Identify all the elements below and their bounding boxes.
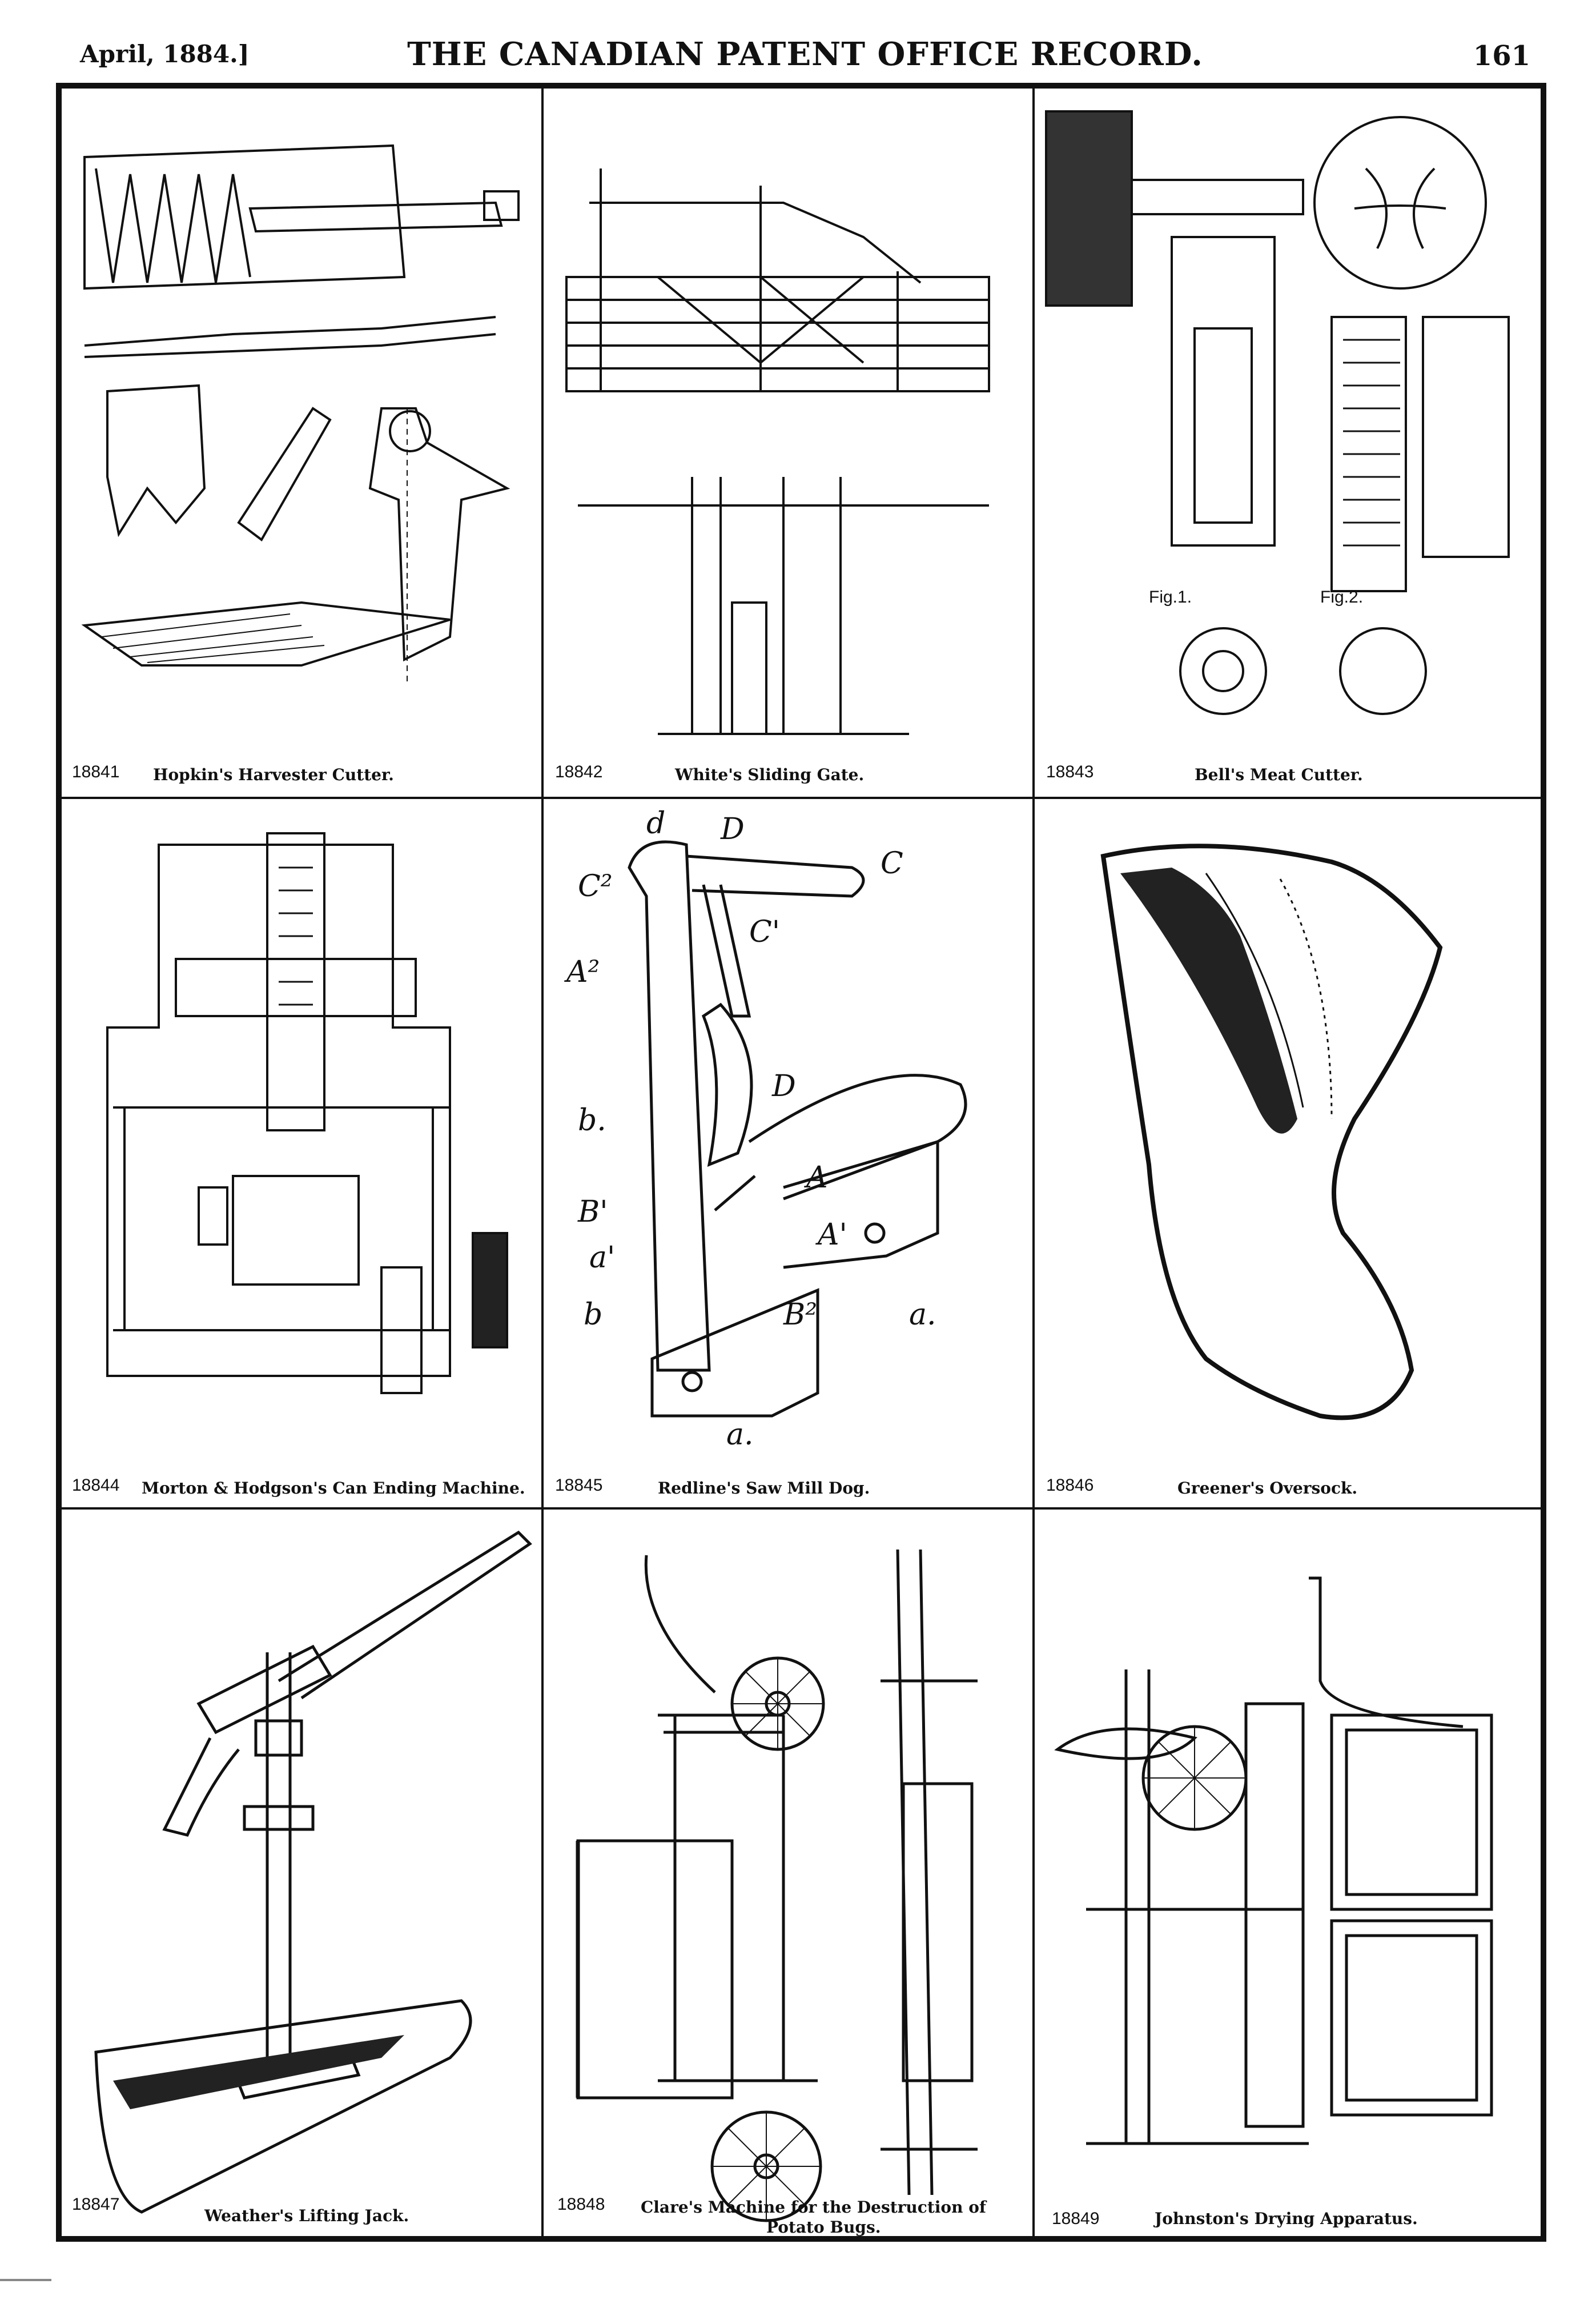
grid-divider: [62, 797, 1541, 799]
figure-label: D: [720, 812, 745, 846]
grid-divider: [62, 1507, 1541, 1510]
figure-label: A²: [564, 955, 600, 989]
issue-date: April, 1884.]: [80, 40, 250, 68]
page-edge-mark: [0, 2279, 51, 2281]
can-ending-machine-drawing: [106, 832, 508, 1394]
figure-label: b.: [578, 1103, 606, 1138]
figure-label: Fig.1.: [1149, 588, 1192, 607]
patent-number: 18846: [1046, 1476, 1094, 1495]
page-header: April, 1884.] THE CANADIAN PATENT OFFICE…: [80, 35, 1530, 81]
figure-label: A': [815, 1218, 847, 1252]
patent-number: 18847: [72, 2195, 120, 2214]
patent-title: White's Sliding Gate.: [675, 765, 865, 784]
patent-number: 18848: [557, 2195, 605, 2214]
oversock-drawing: [1100, 844, 1443, 1420]
figure-label: B': [577, 1195, 608, 1229]
figure-label: C²: [578, 869, 613, 904]
patent-title-line2: Potato Bugs.: [766, 2218, 881, 2236]
patent-cell-18844: 18844 Morton & Hodgson's Can Ending Mach…: [62, 799, 541, 1507]
figure-label: D: [771, 1069, 796, 1103]
patent-title: Greener's Oversock.: [1177, 1479, 1358, 1498]
patent-number: 18845: [555, 1476, 603, 1495]
patent-title: Johnston's Drying Apparatus.: [1155, 2209, 1418, 2228]
figure-label: a.: [909, 1298, 936, 1332]
patent-cell-18846: 18846 Greener's Oversock.: [1035, 799, 1541, 1507]
figure-label: B²: [783, 1298, 817, 1332]
patent-cell-18843: Fig.1. Fig.2. 18843 Bell's Meat Cutter.: [1035, 89, 1541, 797]
grid-divider: [1032, 89, 1035, 2236]
drying-apparatus-drawing: [1054, 1576, 1493, 2145]
figure-label: C: [881, 846, 903, 881]
patent-cell-18845: d D C C² C' A² D b. A B' A' a' b B² a. a…: [544, 799, 1032, 1507]
page-number: 161: [1473, 40, 1530, 72]
patent-title: Morton & Hodgson's Can Ending Machine.: [142, 1479, 525, 1498]
patent-title: Bell's Meat Cutter.: [1195, 765, 1363, 784]
potato-bug-machine-drawing: [576, 1549, 978, 2222]
figure-label: b: [584, 1298, 602, 1332]
lifting-jack-drawing: [94, 1530, 532, 2214]
figure-label: Fig.2.: [1320, 588, 1363, 607]
patent-number: 18843: [1046, 762, 1094, 781]
patent-number: 18844: [72, 1476, 120, 1495]
figure-label: d: [646, 806, 665, 841]
patent-title: Hopkin's Harvester Cutter.: [153, 765, 394, 784]
patent-title: Clare's Machine for the Destruction of: [641, 2198, 986, 2217]
sliding-gate-drawing: [565, 168, 990, 735]
saw-mill-dog-drawing: d D C C² C' A² D b. A B' A' a' b B² a. a…: [564, 806, 967, 1452]
figure-label: A: [804, 1161, 828, 1195]
patent-number: 18849: [1052, 2209, 1100, 2228]
patent-cell-18841: 18841 Hopkin's Harvester Cutter.: [62, 89, 541, 797]
figure-label: a': [589, 1241, 615, 1275]
grid-divider: [541, 89, 544, 2236]
patent-cell-18847: 18847 Weather's Lifting Jack.: [62, 1510, 541, 2236]
publication-title: THE CANADIAN PATENT OFFICE RECORD.: [407, 35, 1203, 73]
patent-title: Weather's Lifting Jack.: [204, 2206, 409, 2225]
harvester-cutter-drawing: [81, 144, 520, 683]
patent-title: Redline's Saw Mill Dog.: [658, 1479, 870, 1498]
plate-frame: 18841 Hopkin's Harvester Cutter. 18842 W…: [56, 83, 1546, 2242]
patent-cell-18849: 18849 Johnston's Drying Apparatus.: [1035, 1510, 1541, 2236]
patent-cell-18848: 18848 Clare's Machine for the Destructio…: [544, 1510, 1032, 2236]
patent-cell-18842: 18842 White's Sliding Gate.: [544, 89, 1032, 797]
patent-number: 18842: [555, 762, 603, 781]
figure-label: a.: [726, 1418, 754, 1452]
figure-label: C': [749, 915, 780, 949]
meat-cutter-drawing: Fig.1. Fig.2.: [1045, 110, 1510, 715]
patent-number: 18841: [72, 762, 120, 781]
